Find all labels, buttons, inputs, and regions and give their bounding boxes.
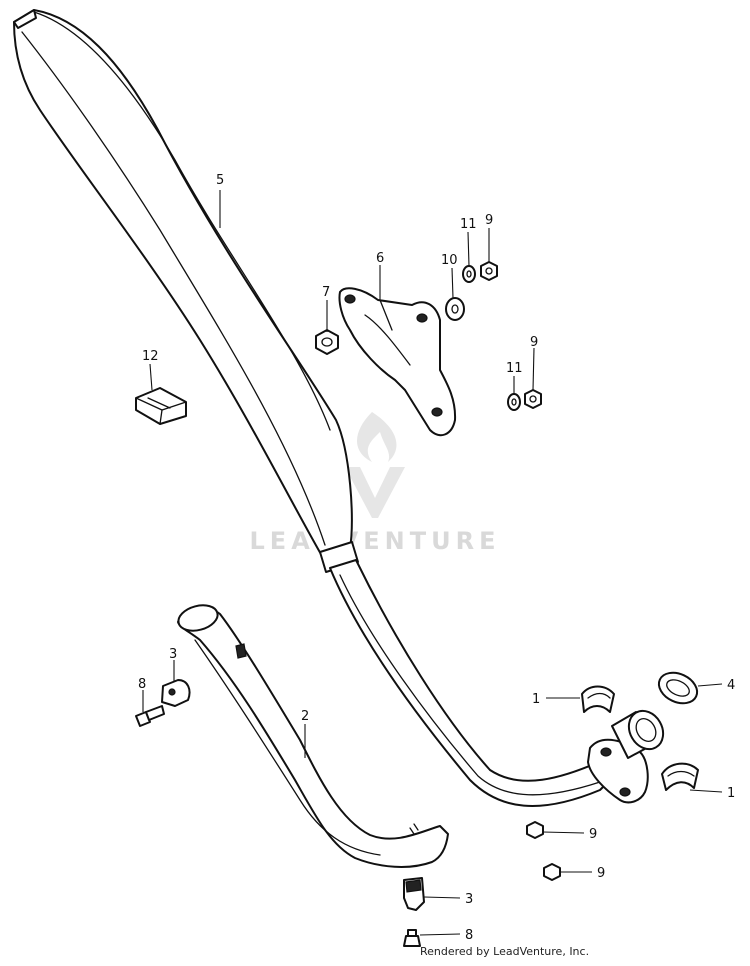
watermark-text: LEADVENTURE [250,527,501,555]
muffler-bracket [338,287,457,437]
callout-6: 6 [376,251,384,266]
footer-credit: Rendered by LeadVenture, Inc. [420,945,590,958]
lockwasher-11-mid [507,393,521,411]
nut-9-lower-b [543,863,561,881]
callout-3-bottom: 3 [465,892,473,907]
callout-7: 7 [322,285,330,300]
nut-9-top [480,261,498,281]
callout-9-mid: 9 [530,335,538,350]
bolt-8-left [135,705,165,727]
callout-labels: 5 6 7 10 11 9 11 9 12 2 3 8 1 4 1 9 9 3 … [138,173,735,943]
flame-logo-icon [357,412,397,462]
nut-9-lower-a [526,821,544,839]
v-logo-icon [345,467,405,518]
exhaust-pipe [177,604,449,868]
callout-4: 4 [727,678,735,693]
callout-1-upper: 1 [532,692,540,707]
leadventure-watermark: LEADVENTURE [250,412,501,555]
callout-11-top: 11 [460,217,477,232]
clamp-3-left [161,679,191,707]
callout-5: 5 [216,173,224,188]
clamp-3-bottom [403,877,425,911]
callout-10: 10 [441,253,458,268]
exhaust-flange [587,709,665,804]
callout-3-left: 3 [169,647,177,662]
collar-1-upper [581,685,615,713]
leader-lines [142,190,723,936]
rubber-damper-12 [135,387,187,425]
nut-7 [315,329,339,355]
joint-gasket-4 [657,671,699,705]
collar-1-lower [661,762,699,791]
bolt-8-bottom [403,929,421,947]
callout-8-bottom: 8 [465,928,473,943]
lockwasher-11-top [462,265,476,283]
callout-8-left: 8 [138,677,146,692]
muffler [13,9,613,807]
callout-11-mid: 11 [506,361,523,376]
callout-2: 2 [301,709,309,724]
callout-9-lower-b: 9 [597,866,605,881]
callout-1-lower: 1 [727,786,735,801]
washer-10 [445,297,465,321]
callout-9-lower-a: 9 [589,827,597,842]
callout-9-top: 9 [485,213,493,228]
callout-12: 12 [142,349,159,364]
nut-9-mid [524,389,542,409]
